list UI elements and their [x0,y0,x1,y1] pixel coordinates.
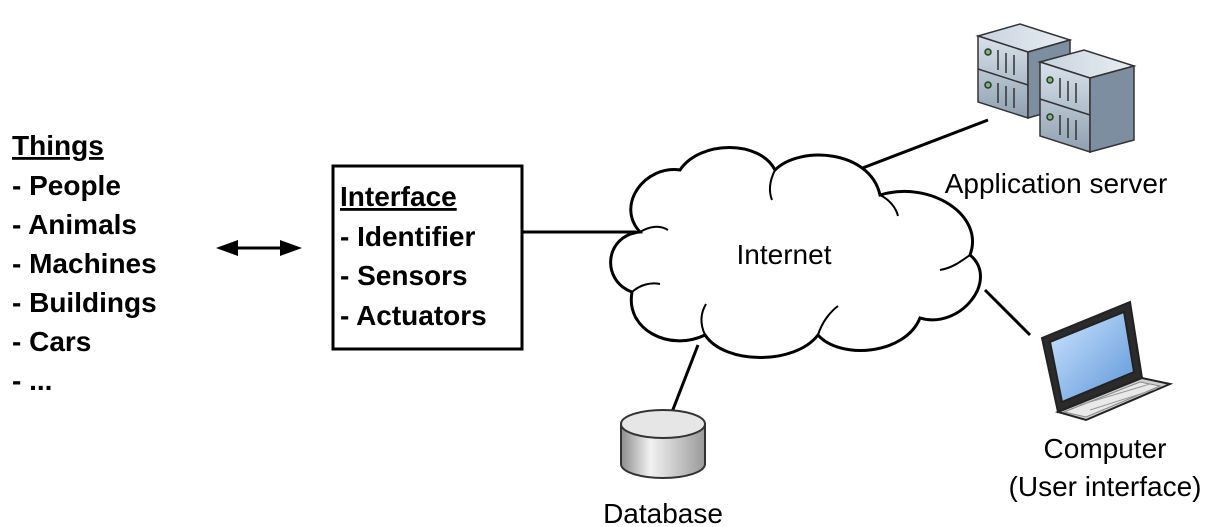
database-cylinder-icon [620,409,706,479]
things-item: - Cars [12,326,91,357]
things-item: - ... [12,365,52,396]
database-label: Database [603,498,723,527]
internet-to-database-line [670,344,700,413]
interface-item: - Actuators [340,300,487,331]
things-item: - People [12,170,121,201]
interface-item: - Identifier [340,221,475,252]
things-item: - Animals [12,209,137,240]
things-item: - Machines [12,248,157,279]
things-list: Things - People - Animals - Machines - B… [12,130,157,396]
application-server-label: Application server [945,168,1168,199]
computer-label: Computer [1044,433,1167,464]
internet-label: Internet [737,239,832,270]
cloud-icon: Internet [609,146,982,359]
things-heading: Things [12,130,104,161]
interface-box: Interface - Identifier - Sensors - Actua… [331,164,524,351]
interface-heading: Interface [340,181,457,212]
computer-sublabel: (User interface) [1009,471,1202,502]
double-arrow-icon [216,240,302,256]
laptop-icon [1040,300,1174,422]
internet-to-computer-line [983,288,1032,337]
things-item: - Buildings [12,287,157,318]
interface-item: - Sensors [340,260,468,291]
server-rack-icon [975,23,1137,154]
